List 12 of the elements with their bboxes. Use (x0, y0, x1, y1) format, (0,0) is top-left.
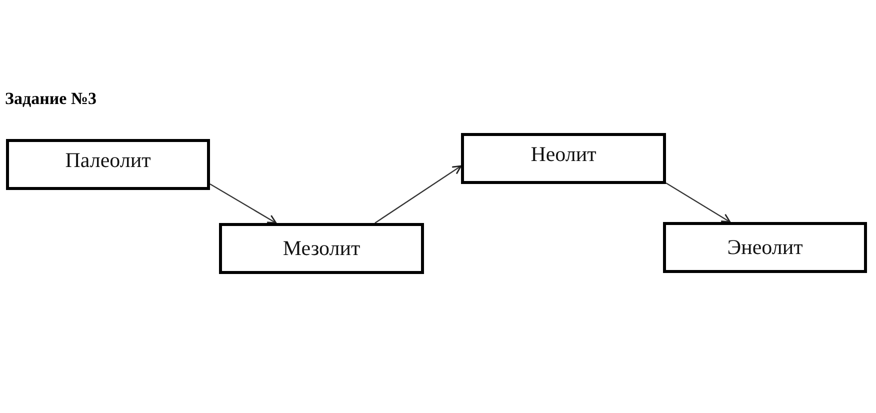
period-label: Энеолит (727, 235, 803, 260)
arrow (666, 182, 731, 223)
period-box (219, 223, 424, 274)
period-label: Палеолит (65, 148, 151, 173)
period-box (6, 139, 210, 190)
period-label: Неолит (530, 142, 596, 167)
period-box (663, 222, 867, 273)
task-title: Задание №3 (5, 89, 97, 109)
period-box (461, 133, 666, 184)
arrow (210, 183, 277, 224)
arrow (374, 165, 462, 224)
period-label: Мезолит (282, 236, 360, 261)
